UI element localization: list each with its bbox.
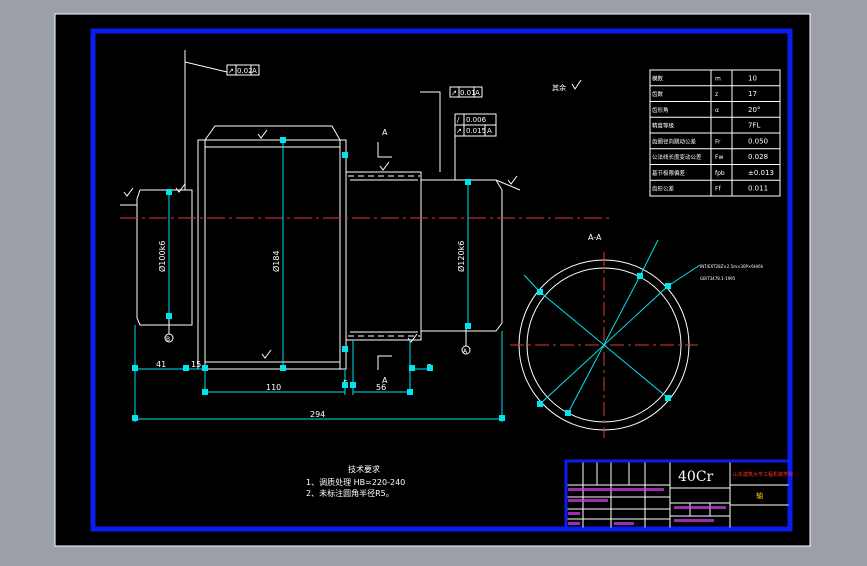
part-name-label: 轴 bbox=[756, 491, 763, 500]
table-cell-name: 齿形公差 bbox=[652, 185, 675, 193]
fcf-top-symbol: ↗ bbox=[228, 67, 234, 75]
spline-spec-line1: INT/EXT28Z×2.5m×30P×6H/6h bbox=[700, 264, 764, 269]
table-cell-value: 0.050 bbox=[748, 137, 768, 145]
gear-top-chamfer bbox=[204, 125, 341, 141]
spline-outline bbox=[345, 171, 422, 341]
leader-mid-runout bbox=[420, 91, 441, 172]
fcf-top-runout[interactable]: ↗ 0.02 A bbox=[226, 64, 260, 76]
table-cell-name: 精度等级 bbox=[652, 122, 675, 130]
table-cell-value: 17 bbox=[748, 90, 757, 98]
gear-parameter-table: 模数 m 10 齿数 z 17 齿形角 α 20° 精度等级 7FL 齿圈径向跳动公差 Fr 0.050 公… bbox=[649, 69, 781, 197]
drawing-sheet bbox=[55, 14, 810, 546]
roughness-mark-icon bbox=[379, 161, 390, 171]
section-grips[interactable] bbox=[537, 273, 671, 416]
title-block-highlight bbox=[564, 459, 792, 531]
section-leader bbox=[639, 239, 659, 277]
roughness-mark-icon bbox=[123, 187, 134, 197]
table-cell-symbol: Fr bbox=[715, 138, 721, 145]
requirements-line2: 2、未标注圆角半径R5。 bbox=[306, 488, 394, 498]
sheet-outer-frame bbox=[54, 13, 811, 547]
section-title: A-A bbox=[588, 233, 602, 242]
fcf-mid-datum: A bbox=[475, 89, 480, 97]
dim-d100-label: Ø100k6 bbox=[157, 241, 167, 272]
table-cell-value: 0.011 bbox=[748, 185, 768, 193]
dim-d120-label: Ø120k6 bbox=[456, 241, 466, 272]
roughness-symbol-icon bbox=[571, 79, 582, 90]
datum-a-bubble bbox=[461, 345, 471, 355]
roughness-mark-icon bbox=[507, 175, 518, 185]
section-mark-top: A bbox=[382, 128, 388, 137]
section-spoke bbox=[539, 285, 669, 405]
dim-294-label: 294 bbox=[310, 410, 325, 419]
leader-right-surface bbox=[495, 179, 521, 191]
roughness-mark-icon bbox=[257, 129, 268, 139]
table-cell-symbol: m bbox=[715, 75, 721, 82]
fcf-stack[interactable]: / 0.006 ↗ 0.015 A bbox=[454, 113, 497, 137]
requirements-line1: 1、调质处理 HB=220-240 bbox=[306, 477, 405, 487]
table-cell-symbol: fpb bbox=[715, 170, 725, 177]
fcf-stack-lower-datum: A bbox=[487, 127, 492, 135]
fcf-top-value: 0.02 bbox=[237, 67, 253, 75]
title-block-magenta-text bbox=[568, 488, 726, 525]
section-arrow-bottom bbox=[377, 355, 392, 370]
section-arrow-top bbox=[377, 142, 392, 158]
table-cell-name: 基节极限偏差 bbox=[652, 169, 686, 177]
section-leader bbox=[667, 264, 701, 287]
datum-a-label: A bbox=[463, 348, 468, 355]
roughness-mark-icon bbox=[261, 349, 272, 359]
datum-b-bubble bbox=[164, 333, 174, 343]
fcf-stack-lower-symbol: ↗ bbox=[456, 127, 462, 135]
table-cell-value: ±0.013 bbox=[748, 169, 774, 177]
table-cell-value: 0.028 bbox=[748, 153, 768, 161]
roughness-mark-icon bbox=[175, 183, 186, 193]
table-cell-value: 10 bbox=[748, 74, 757, 82]
dim-d184-label: Ø184 bbox=[271, 250, 281, 272]
dim-15-label: 15 bbox=[191, 360, 201, 369]
fcf-stack-lower-value: 0.015 bbox=[466, 127, 486, 135]
requirements-title: 技术要求 bbox=[348, 464, 380, 474]
fcf-mid-symbol: ↗ bbox=[451, 89, 457, 97]
left-journal-outline bbox=[136, 189, 193, 326]
remaining-roughness-note: 其余 bbox=[552, 83, 566, 92]
table-cell-symbol: α bbox=[715, 107, 719, 114]
sheet-inner-border bbox=[90, 28, 793, 532]
fcf-stack-upper-value: 0.006 bbox=[466, 116, 487, 124]
fcf-mid-runout[interactable]: ↗ 0.01 A bbox=[449, 86, 483, 98]
fcf-stack-upper-symbol: / bbox=[457, 116, 460, 124]
spline-spec-line2: GB/T3478.1-1995 bbox=[700, 276, 736, 281]
school-label: 山东建筑大学工程机械学院 bbox=[733, 471, 793, 478]
table-cell-name: 公法线长度变动公差 bbox=[652, 153, 702, 161]
selection-grips[interactable] bbox=[132, 137, 505, 421]
datum-b-label: B bbox=[166, 336, 170, 343]
fcf-top-datum: A bbox=[252, 67, 257, 75]
table-cell-name: 齿数 bbox=[652, 90, 664, 98]
right-journal-outline bbox=[421, 179, 503, 332]
dim-110-label: 110 bbox=[266, 383, 281, 392]
section-mark-bottom: A bbox=[382, 376, 388, 385]
table-cell-symbol: Ff bbox=[715, 186, 721, 193]
dim-56-label: 56 bbox=[376, 383, 386, 392]
fcf-mid-value: 0.01 bbox=[460, 89, 476, 97]
table-cell-name: 齿形角 bbox=[652, 106, 669, 114]
dim-41-label: 41 bbox=[156, 360, 166, 369]
table-cell-value: 7FL bbox=[748, 122, 760, 130]
roughness-mark-icon bbox=[407, 333, 418, 343]
table-cell-symbol: Fw bbox=[715, 154, 723, 161]
table-cell-symbol: z bbox=[715, 91, 718, 98]
material-label: 40Cr bbox=[678, 469, 714, 485]
shaft-view bbox=[136, 125, 503, 370]
table-cell-value: 20° bbox=[748, 106, 760, 114]
table-cell-name: 齿圈径向跳动公差 bbox=[652, 137, 697, 145]
table-cell-name: 模数 bbox=[652, 74, 664, 82]
